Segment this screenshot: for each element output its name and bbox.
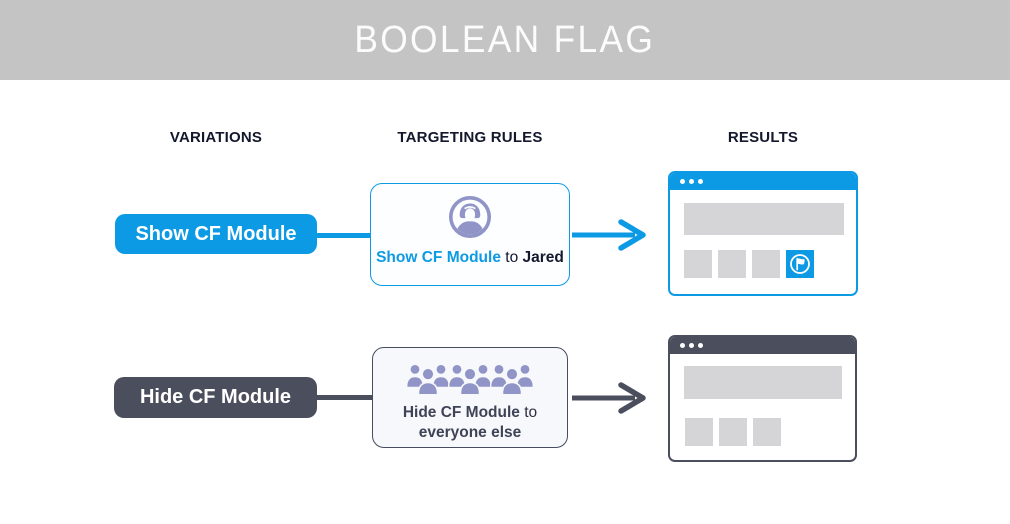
rule-text-row2: Hide CF Module to everyone else bbox=[381, 403, 559, 443]
user-group-icon bbox=[406, 363, 534, 397]
placeholder-square-row bbox=[685, 418, 781, 446]
rule-audience: Jared bbox=[522, 249, 564, 266]
placeholder-square bbox=[685, 418, 713, 446]
rule-connector-word: to bbox=[505, 249, 519, 266]
window-dot-icon bbox=[680, 343, 685, 348]
targeting-rule-card-row1: Show CF Module to Jared bbox=[370, 183, 570, 286]
rule-text-row1: Show CF Module to Jared bbox=[376, 248, 564, 268]
arrow-right-icon-row1 bbox=[572, 217, 652, 258]
window-dot-icon bbox=[698, 179, 703, 184]
window-dot-icon bbox=[689, 179, 694, 184]
variation-pill-hide-cf-module[interactable]: Hide CF Module bbox=[114, 377, 317, 418]
placeholder-square bbox=[718, 250, 746, 278]
browser-titlebar bbox=[670, 337, 855, 354]
placeholder-square bbox=[719, 418, 747, 446]
placeholder-square bbox=[684, 250, 712, 278]
placeholder-square bbox=[752, 250, 780, 278]
arrow-right-icon-row2 bbox=[572, 380, 652, 421]
column-header-targeting-rules: TARGETING RULES bbox=[397, 129, 543, 146]
rule-audience: everyone else bbox=[418, 424, 522, 441]
window-dot-icon bbox=[680, 179, 685, 184]
rule-action: Show CF Module bbox=[376, 249, 501, 266]
window-dot-icon bbox=[698, 343, 703, 348]
rule-connector-word: to bbox=[524, 404, 538, 421]
page-title: BOOLEAN FLAG bbox=[354, 18, 656, 61]
column-header-results: RESULTS bbox=[727, 129, 799, 146]
result-browser-window-row1 bbox=[668, 171, 858, 296]
targeting-rule-card-row2: Hide CF Module to everyone else bbox=[372, 347, 568, 448]
connector-line-row2 bbox=[315, 395, 374, 400]
header-banner: BOOLEAN FLAG bbox=[0, 0, 1010, 80]
result-browser-window-row2 bbox=[668, 335, 857, 462]
placeholder-square-row bbox=[684, 250, 814, 278]
placeholder-content-block bbox=[684, 366, 842, 399]
placeholder-square bbox=[753, 418, 781, 446]
browser-titlebar bbox=[670, 173, 856, 190]
connector-line-row1 bbox=[315, 233, 372, 238]
column-header-variations: VARIATIONS bbox=[169, 129, 263, 146]
rule-action: Hide CF Module bbox=[402, 404, 520, 421]
single-user-icon bbox=[447, 194, 493, 240]
cf-module-flag-tile bbox=[786, 250, 814, 278]
flag-in-circle-icon bbox=[790, 254, 810, 274]
variation-pill-show-cf-module[interactable]: Show CF Module bbox=[115, 214, 317, 254]
window-dot-icon bbox=[689, 343, 694, 348]
placeholder-content-block bbox=[684, 203, 844, 235]
